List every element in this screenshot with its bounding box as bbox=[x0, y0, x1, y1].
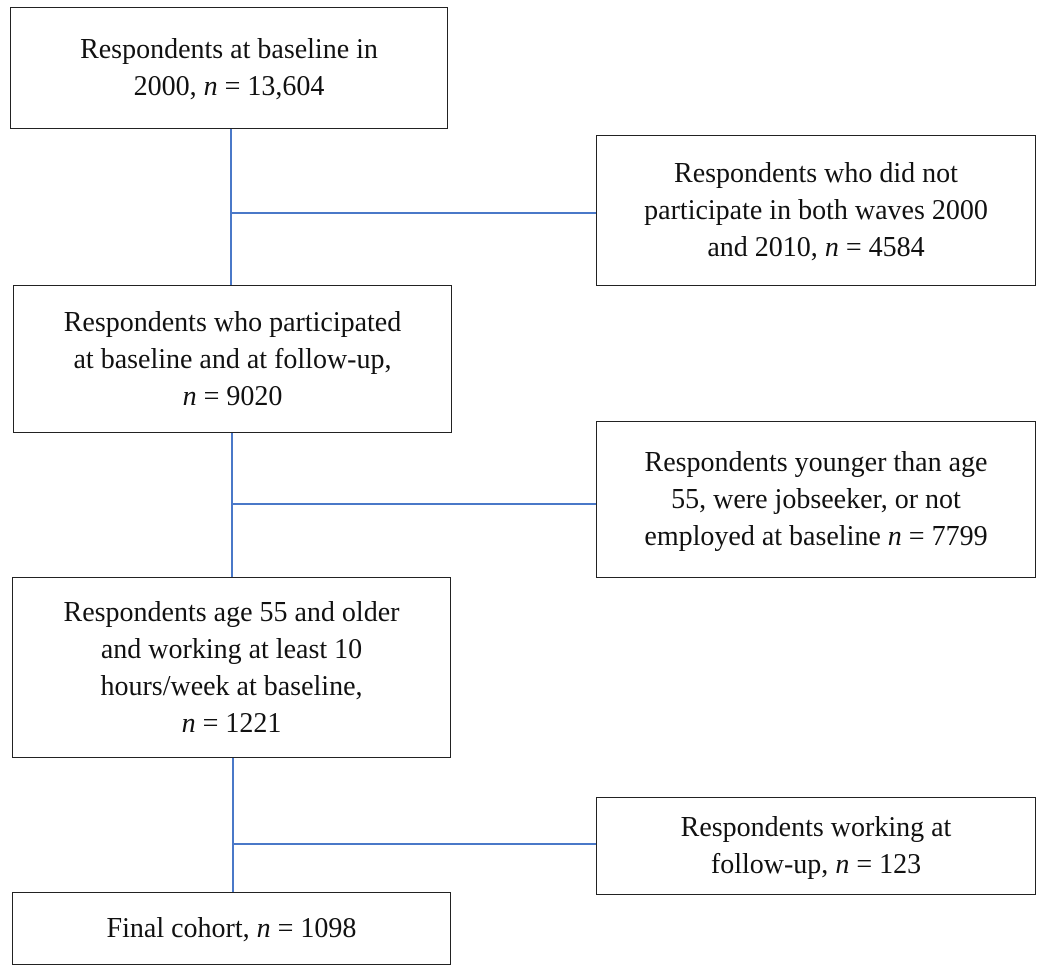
connector-vertical-1 bbox=[230, 129, 232, 286]
connector-branch-2 bbox=[232, 503, 597, 505]
box-excluded-waves-line-2: participate in both waves 2000 bbox=[644, 195, 988, 226]
box-baseline-line-1: Respondents at baseline in bbox=[80, 34, 378, 65]
box-age55-count: = 1221 bbox=[195, 707, 282, 739]
box-age55-line-2: and working at least 10 bbox=[100, 633, 363, 665]
box-age55-line-1: Respondents age 55 and older bbox=[63, 596, 400, 628]
n-symbol: n bbox=[182, 380, 197, 412]
box-followup-count: = 9020 bbox=[196, 380, 283, 412]
box-excluded-waves-line-1: Respondents who did not bbox=[674, 158, 958, 189]
box-baseline: Respondents at baseline in 2000, n = 13,… bbox=[10, 7, 448, 129]
n-symbol: n bbox=[887, 521, 902, 552]
connector-branch-1 bbox=[231, 212, 597, 214]
connector-vertical-2 bbox=[231, 432, 233, 578]
box-final-cohort: Final cohort, n = 1098 bbox=[12, 892, 451, 965]
box-excluded-age-count: = 7799 bbox=[901, 521, 988, 552]
box-excluded-waves-line-3: and 2010, bbox=[707, 232, 825, 263]
box-age55-line-3: hours/week at baseline, bbox=[100, 670, 363, 702]
box-excluded-age: Respondents younger than age 55, were jo… bbox=[596, 421, 1036, 578]
n-symbol: n bbox=[181, 707, 196, 739]
box-followup-line-1: Respondents who participated bbox=[63, 306, 402, 338]
box-excluded-age-line-3: employed at baseline bbox=[644, 521, 888, 552]
box-excluded-working-count: = 123 bbox=[849, 849, 922, 880]
box-followup-line-2: at baseline and at follow-up, bbox=[73, 343, 392, 375]
box-excluded-working: Respondents working at follow-up, n = 12… bbox=[596, 797, 1036, 895]
connector-branch-3 bbox=[233, 843, 597, 845]
n-symbol: n bbox=[824, 232, 839, 263]
box-final-count: = 1098 bbox=[270, 913, 357, 944]
box-excluded-age-line-1: Respondents younger than age bbox=[644, 447, 988, 478]
box-excluded-waves: Respondents who did not participate in b… bbox=[596, 135, 1036, 286]
box-excluded-waves-count: = 4584 bbox=[838, 232, 925, 263]
box-age55: Respondents age 55 and older and working… bbox=[12, 577, 451, 758]
box-baseline-count: = 13,604 bbox=[217, 71, 325, 102]
connector-vertical-3 bbox=[232, 758, 234, 893]
box-followup: Respondents who participated at baseline… bbox=[13, 285, 452, 433]
n-symbol: n bbox=[256, 913, 271, 944]
box-excluded-working-line-1: Respondents working at bbox=[680, 812, 952, 843]
box-baseline-line-2: 2000, bbox=[133, 71, 204, 102]
box-final-line-1: Final cohort, bbox=[106, 913, 257, 944]
box-excluded-age-line-2: 55, were jobseeker, or not bbox=[671, 484, 961, 515]
box-excluded-working-line-2: follow-up, bbox=[710, 849, 836, 880]
n-symbol: n bbox=[203, 71, 218, 102]
n-symbol: n bbox=[835, 849, 850, 880]
